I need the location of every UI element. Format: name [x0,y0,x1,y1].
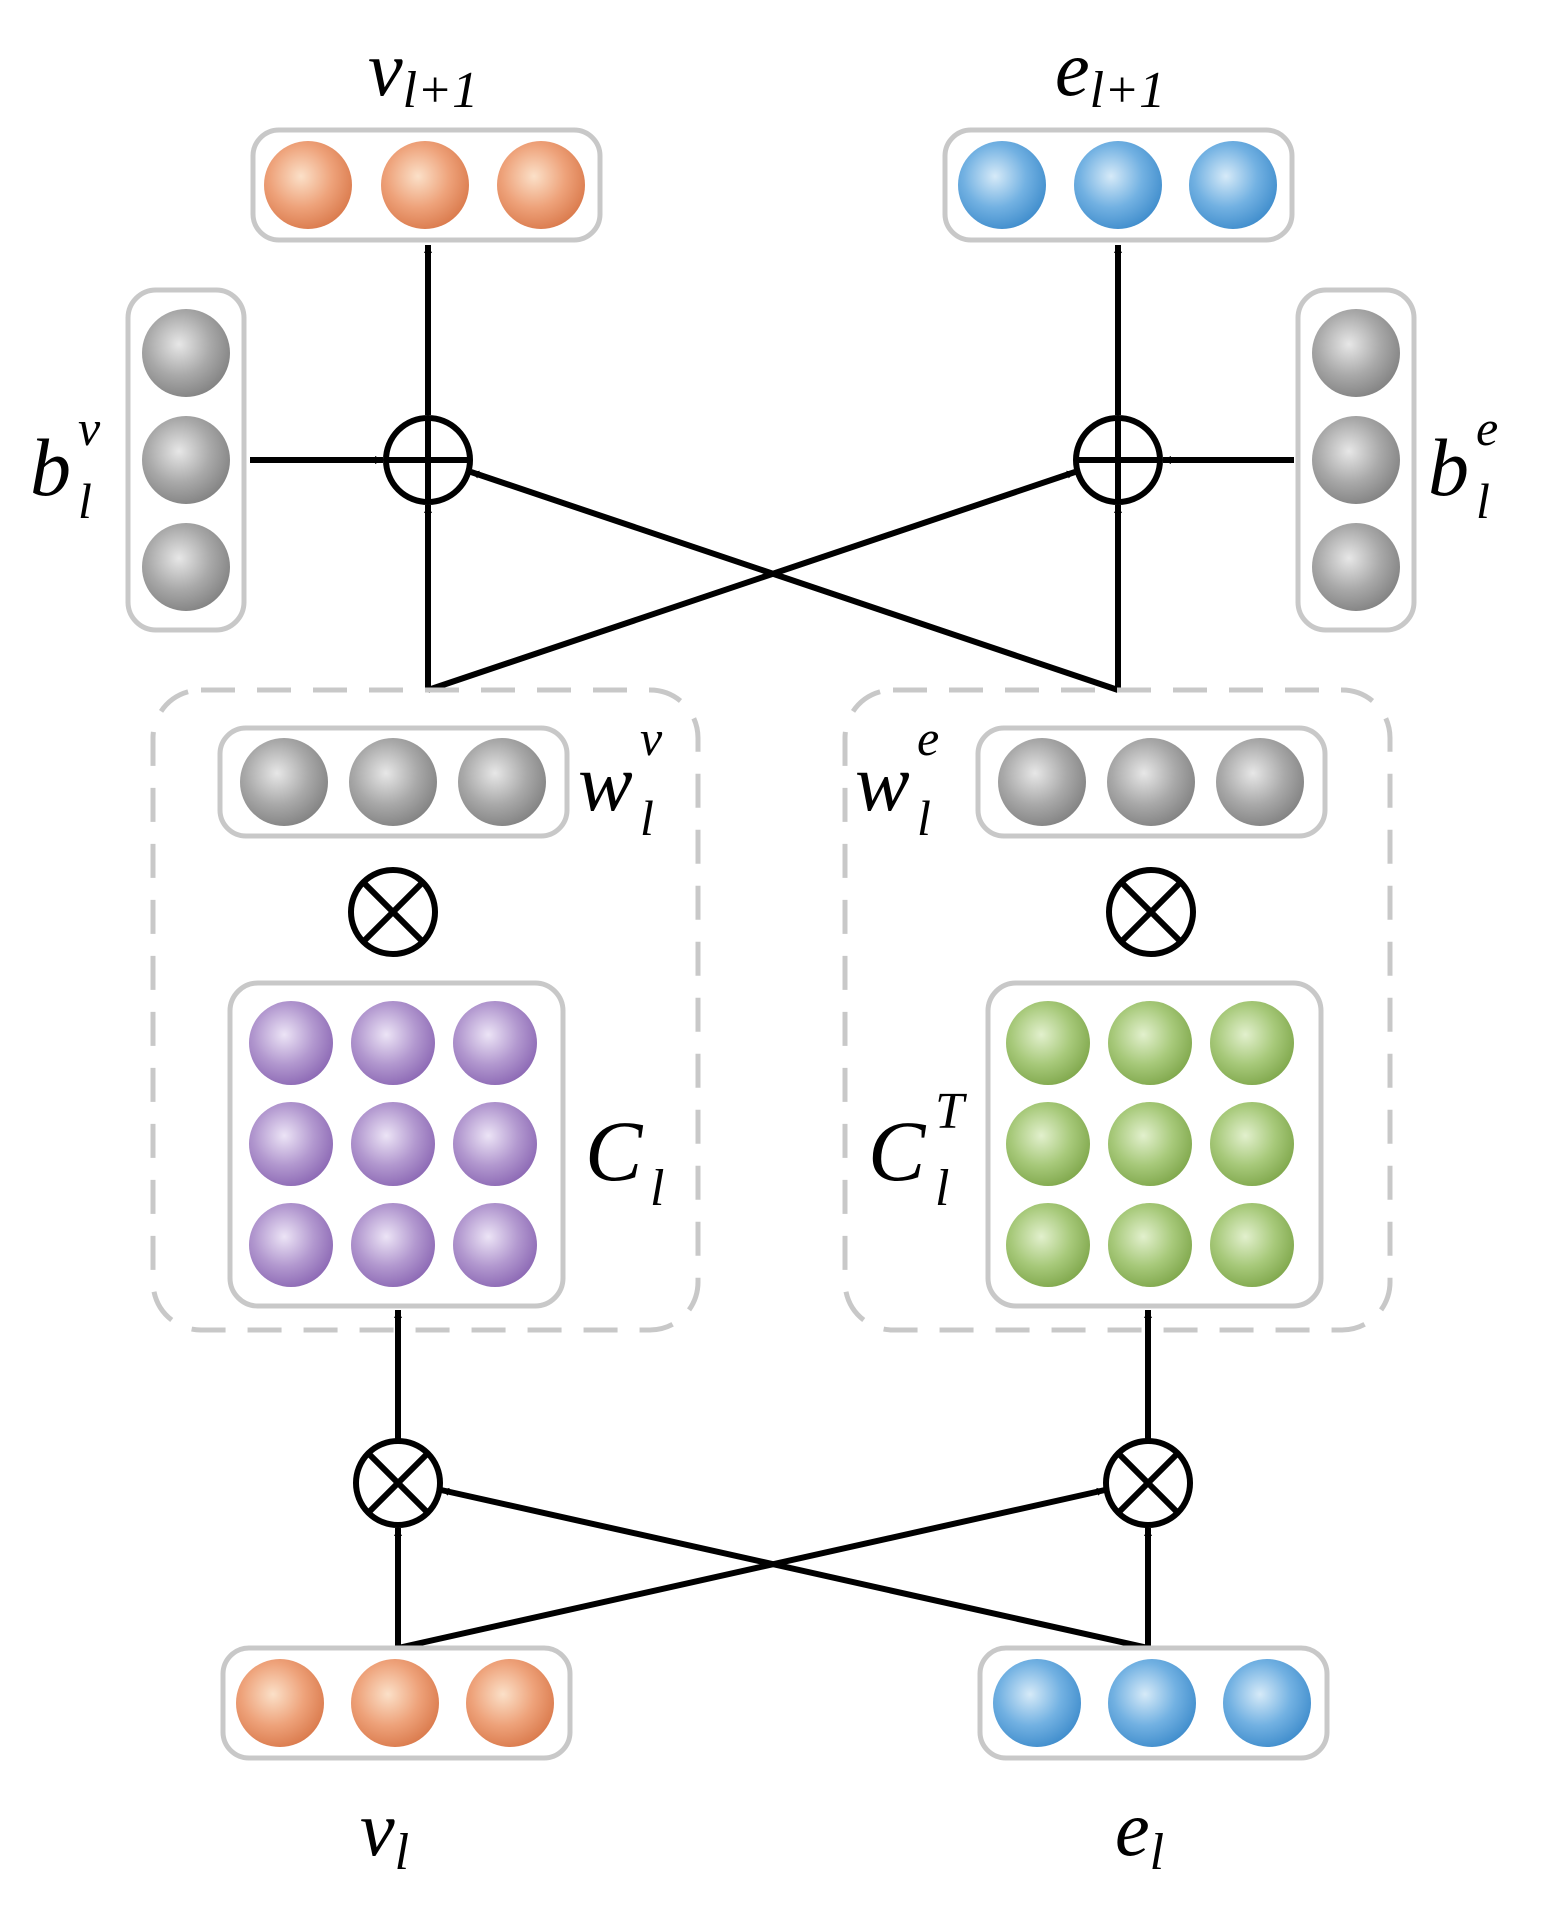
node-blue [1189,141,1277,229]
matrix-node [351,1102,435,1186]
arrow-v-to-right-multiply [397,1487,1106,1651]
matrix-node [1006,1001,1090,1085]
node-orange [381,141,469,229]
right-weight-group [842,687,1393,1333]
label-b-e: b [1428,422,1469,513]
label-b-e-sub: l [1476,473,1490,529]
matrix-node [1006,1102,1090,1186]
v-input-vector [220,1645,573,1761]
label-e-next: el+1 [1055,25,1165,119]
c-matrix [227,980,566,1309]
matrix-node [249,1001,333,1085]
label-e-in: el [1115,1785,1164,1881]
node-blue [1074,141,1162,229]
node-gray [1312,309,1400,397]
multiply-operator-left-group [348,867,438,957]
bias-e-vector [1295,287,1417,633]
node-blue [1108,1659,1196,1747]
arrow-left-group-to-right-add [427,469,1076,693]
arrow-e-to-left-multiply [440,1487,1149,1651]
node-gray [142,416,230,504]
matrix-node [249,1203,333,1287]
matrix-node [453,1102,537,1186]
label-v-next: vl+1 [368,25,478,119]
node-orange [264,141,352,229]
node-gray [458,738,546,826]
node-blue [993,1659,1081,1747]
node-gray [349,738,437,826]
e-next-vector [942,127,1295,243]
node-gray [142,523,230,611]
node-orange [351,1659,439,1747]
matrix-node [351,1001,435,1085]
multiply-operator-right-input [1103,1438,1193,1528]
matrix-node [1108,1203,1192,1287]
label-w-v-sup: v [640,710,663,766]
label-b-e-sup: e [1476,400,1498,456]
matrix-node [1006,1203,1090,1287]
arrow-right-group-to-left-add [470,469,1119,693]
label-v-in: vl [360,1785,409,1881]
node-blue [958,141,1046,229]
matrix-node [1108,1001,1192,1085]
label-b-v: b [30,422,71,513]
node-gray [998,738,1086,826]
weight-v-vector [217,725,570,839]
node-gray [1107,738,1195,826]
add-operator-left [383,415,473,505]
matrix-node [453,1203,537,1287]
label-w-e-sup: e [917,710,939,766]
label-w-e-sub: l [917,790,931,846]
matrix-node [1210,1001,1294,1085]
label-b-v-sup: v [78,400,101,456]
multiply-operator-right-group [1106,867,1196,957]
multiply-operator-left-input [353,1438,443,1528]
label-c-t: C [868,1103,927,1199]
label-c-sub: l [650,1160,664,1217]
node-blue [1223,1659,1311,1747]
label-c-t-sup: T [935,1083,967,1140]
node-orange [497,141,585,229]
matrix-node [453,1001,537,1085]
matrix-node [1210,1203,1294,1287]
v-next-vector [250,127,603,243]
bias-v-vector [125,287,247,633]
matrix-node [1210,1102,1294,1186]
e-input-vector [977,1645,1330,1761]
weight-e-vector [975,725,1328,839]
node-gray [1312,523,1400,611]
label-c-t-sub: l [935,1160,949,1217]
node-gray [1312,416,1400,504]
left-weight-group [150,687,701,1333]
matrix-node [249,1102,333,1186]
connection-lines [250,245,1294,1651]
c-transpose-matrix [985,980,1324,1309]
node-gray [1216,738,1304,826]
node-gray [142,309,230,397]
label-b-v-sub: l [78,473,92,529]
node-orange [466,1659,554,1747]
label-c: C [585,1103,644,1199]
matrix-node [1108,1102,1192,1186]
node-gray [240,738,328,826]
label-w-e: w [855,737,910,828]
label-w-v: w [578,737,633,828]
matrix-node [351,1203,435,1287]
add-operator-right [1073,415,1163,505]
node-orange [236,1659,324,1747]
label-w-v-sub: l [640,790,654,846]
